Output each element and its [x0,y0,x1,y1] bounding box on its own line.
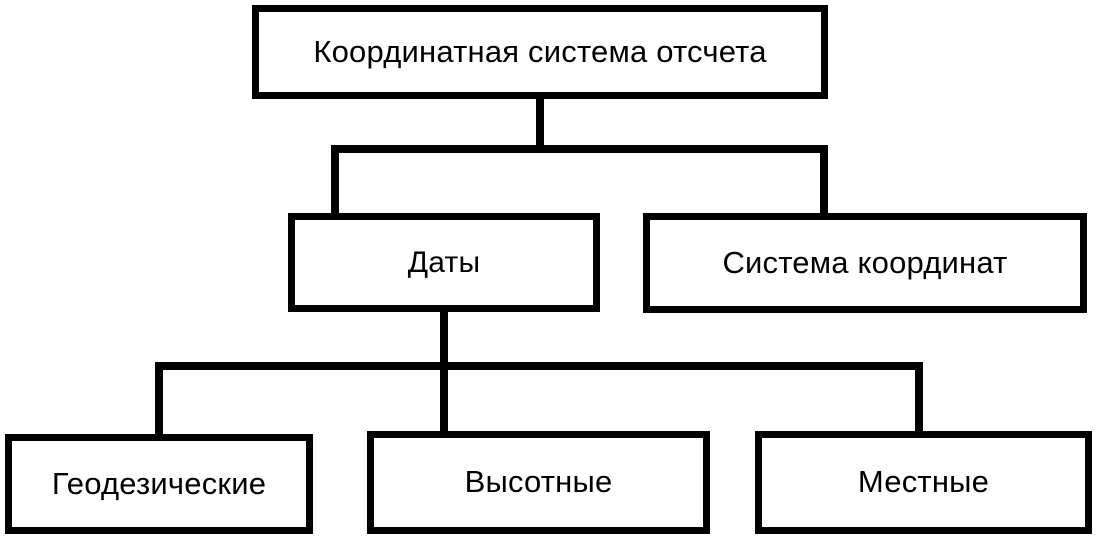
edge-root-to-coordinate-system [820,145,828,217]
node-local-label: Местные [857,464,990,500]
node-dates-label: Даты [407,245,481,279]
edge-dates-stem [440,308,448,366]
edge-dates-to-local [915,362,923,434]
edge-root-to-dates [331,145,339,217]
node-geodetic[interactable]: Геодезические [5,434,313,534]
edge-root-stem [536,96,544,149]
node-dates[interactable]: Даты [288,213,600,312]
edge-level2-bus [331,145,828,153]
node-vertical[interactable]: Высотные [367,431,710,534]
node-vertical-label: Высотные [464,464,613,500]
node-coordinate-system[interactable]: Система координат [643,213,1087,313]
node-root[interactable]: Координатная система отсчета [252,5,828,99]
node-coordinate-system-label: Система координат [722,244,1008,280]
node-root-label: Координатная система отсчета [313,33,767,69]
edge-dates-to-geodetic [155,362,163,436]
node-geodetic-label: Геодезические [51,465,267,501]
edge-level3-bus [155,362,923,370]
edge-dates-to-vertical [440,362,448,434]
node-local[interactable]: Местные [755,431,1092,534]
